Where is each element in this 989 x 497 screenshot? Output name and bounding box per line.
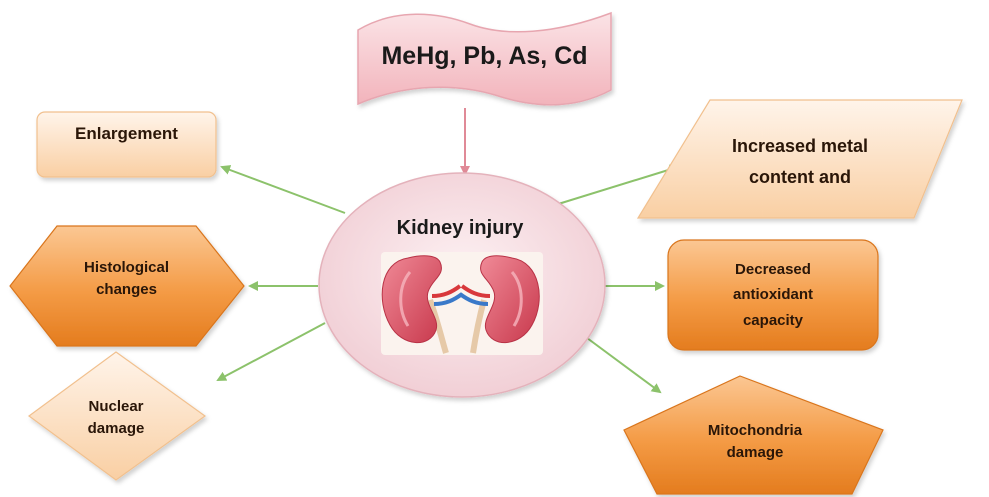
arrow-to-nuclear xyxy=(218,323,325,380)
arrow-to-enlargement xyxy=(222,167,345,213)
source-label: MeHg, Pb, As, Cd xyxy=(358,26,611,86)
mitochondria-label: Mitochondria damage xyxy=(670,412,840,472)
arrow-to-mitochondria xyxy=(583,335,660,392)
antioxidant-label: Decreased antioxidant capacity xyxy=(668,250,878,340)
kidneys-icon xyxy=(381,252,543,355)
metal-content-label: Increased metal content and xyxy=(690,122,910,202)
center-label: Kidney injury xyxy=(340,211,580,245)
nuclear-label: Nuclear damage xyxy=(66,388,166,448)
histological-label: Histological changes xyxy=(57,240,196,318)
enlargement-label: Enlargement xyxy=(37,112,216,156)
